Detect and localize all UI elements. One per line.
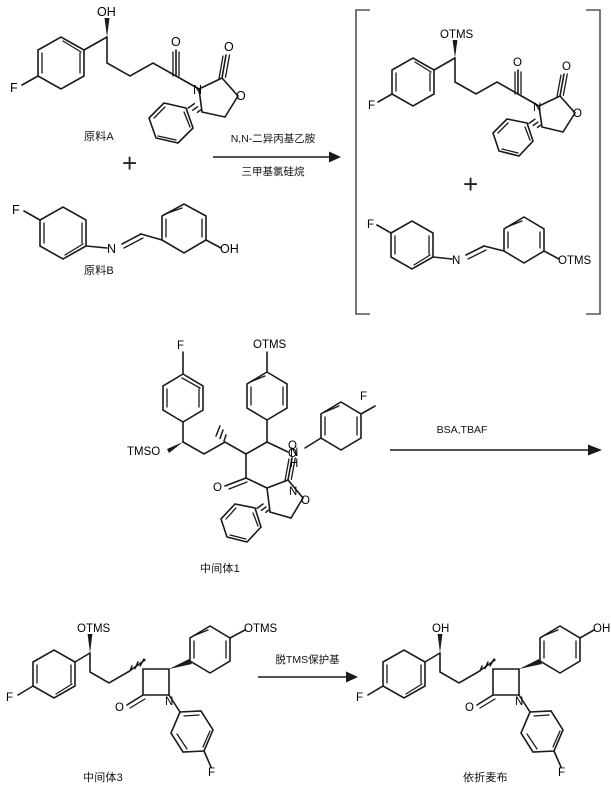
atom-label-f: F [558, 767, 565, 779]
atom-label-o: O [171, 35, 181, 49]
atom-label-o: O [513, 57, 522, 69]
reaction-arrow-3 [258, 671, 358, 683]
condition-step1-bottom: 三甲基氯硅烷 [241, 166, 305, 178]
plus-sign-products: + [463, 169, 479, 199]
atom-label-n: N [452, 255, 460, 267]
atom-label-n: N [107, 242, 116, 256]
label-product-ezetimibe: 依折麦布 [463, 772, 508, 784]
atom-label-f: F [208, 767, 215, 779]
structure-material-b: F N OH [10, 190, 240, 270]
atom-label-o: O [236, 89, 246, 103]
atom-label-o-top: O [288, 440, 297, 452]
atom-label-f: F [177, 340, 184, 352]
condition-step1-top: N,N-二异丙基乙胺 [230, 133, 316, 145]
atom-label-otms: OTMS [440, 29, 474, 41]
label-material-b: 原料B [84, 265, 114, 277]
atom-label-n: N [193, 83, 202, 97]
atom-label-o: O [562, 61, 571, 73]
structure-material-a: F OH O O N O [8, 4, 328, 144]
atom-label-otms: OTMS [253, 339, 287, 351]
atom-label-n: N [289, 486, 297, 498]
atom-label-n: N [533, 102, 541, 114]
atom-label-o: O [224, 40, 234, 54]
atom-label-o: O [115, 702, 124, 714]
label-intermediate-3: 中间体3 [83, 772, 123, 784]
atom-label-o: O [573, 108, 582, 120]
atom-label-o: O [213, 482, 222, 494]
atom-label-f: F [10, 81, 18, 95]
product-bracket [355, 9, 601, 315]
atom-label-f: F [360, 391, 367, 403]
condition-step2: BSA,TBAF [436, 424, 488, 436]
atom-label-tmso: TMSO [127, 446, 160, 458]
atom-label-amine-h: H [290, 458, 298, 470]
label-intermediate-1: 中间体1 [200, 563, 240, 575]
atom-label-f: F [368, 100, 375, 112]
atom-label-f: F [12, 203, 20, 217]
atom-label-f: F [356, 692, 363, 704]
plus-sign-reactants: + [122, 148, 138, 178]
atom-label-oh: OH [220, 242, 239, 256]
atom-label-n: N [515, 696, 523, 708]
atom-label-f: F [6, 692, 13, 704]
structure-intermediate-1: F OTMS F TMSO O O N O O N H [125, 330, 376, 560]
atom-label-oh: OH [593, 623, 610, 635]
atom-label-n: N [165, 696, 173, 708]
atom-label-amine-n: N [290, 447, 298, 459]
atom-label-otms: OTMS [558, 255, 592, 267]
structure-tms-material-a: F OTMS O O N O [368, 26, 608, 157]
label-material-a: 原料A [84, 131, 114, 143]
atom-label-oh: OH [432, 623, 449, 635]
reaction-arrow-1 [213, 151, 341, 163]
atom-label-o: O [288, 448, 297, 460]
atom-label-otms: OTMS [244, 623, 278, 635]
atom-label-f: F [367, 219, 374, 231]
structure-ezetimibe: F OH OH O N F [355, 612, 610, 779]
structure-tms-material-b: F N OTMS [365, 205, 605, 285]
condition-step3: 脱TMS保护基 [275, 654, 340, 666]
atom-label-oh: OH [97, 5, 116, 19]
reaction-arrow-2 [390, 444, 602, 456]
atom-label-o: O [465, 702, 474, 714]
atom-label-otms: OTMS [77, 623, 111, 635]
atom-label-o: O [301, 495, 310, 507]
structure-intermediate-3: F OTMS OTMS O N F [5, 612, 290, 779]
